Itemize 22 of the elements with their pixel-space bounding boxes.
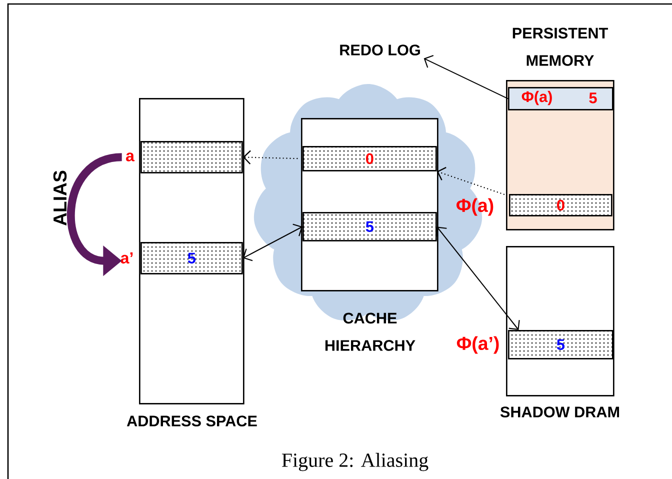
arrow [242,150,298,164]
edge-label: ALIAS [53,170,67,226]
memory-row: 5 [140,242,243,274]
column-heading: SHADOW DRAM [500,406,619,418]
arrow [436,226,520,330]
cache-row: 5 [302,212,437,242]
column-heading: PERSISTENT MEMORY [512,28,608,66]
column-heading: ADDRESS SPACE [126,416,257,426]
log-entry: Φ(a) 5 [508,87,614,110]
cache-row: 0 [302,146,437,172]
address-label: Φ(a) [456,198,494,216]
address-label: a [126,152,135,162]
arrow [242,224,302,262]
address-label: a’ [120,252,133,264]
memory-row: 5 [508,330,614,360]
memory-row: 0 [509,194,612,216]
arrow [436,166,505,195]
caption: Figure 2: Aliasing [282,452,428,472]
log-label: REDO LOG [340,44,420,56]
address-label: Φ(a’) [456,336,499,354]
arrow [424,55,508,100]
column-heading: CACHE HIERARCHY [325,312,416,351]
